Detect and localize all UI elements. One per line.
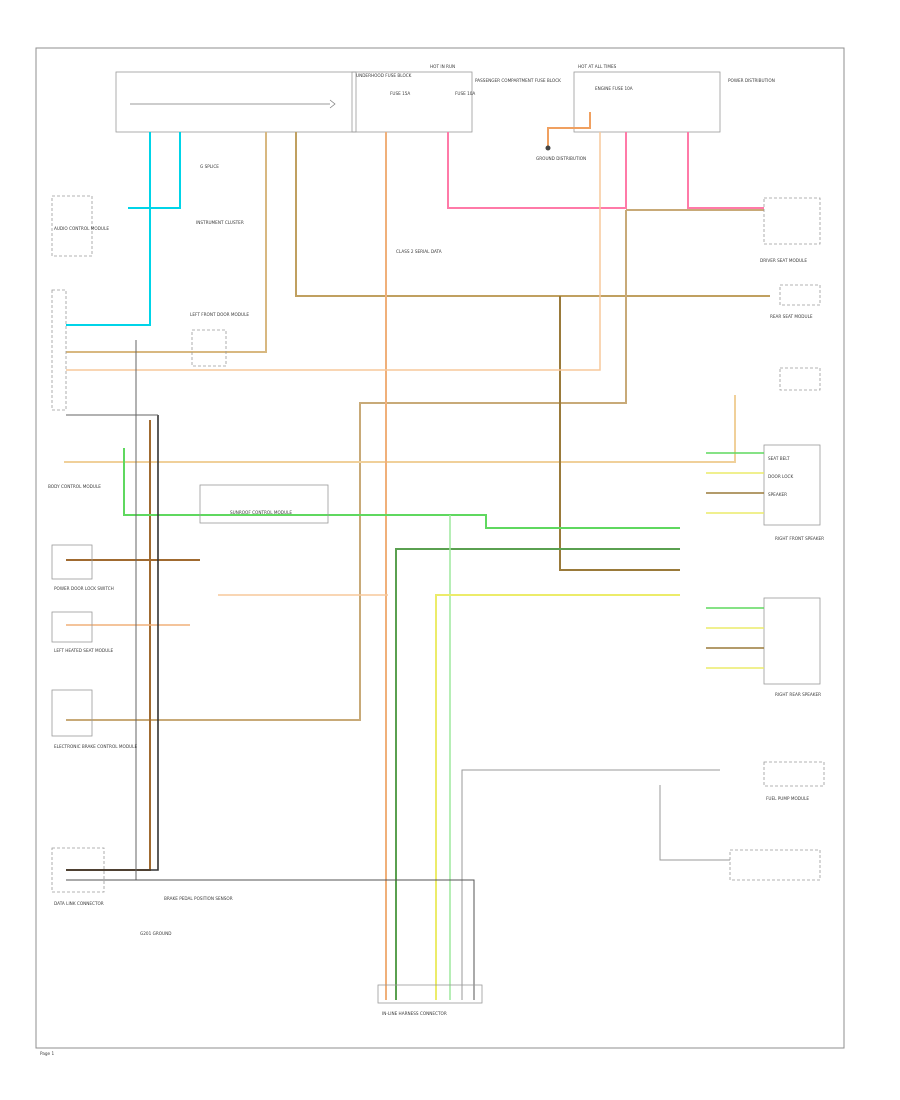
rf-speaker-label: RIGHT FRONT SPEAKER bbox=[775, 536, 824, 541]
right-modules: DRIVER SEAT MODULE REAR SEAT MODULE SEAT… bbox=[729, 197, 825, 881]
yellow-wire bbox=[435, 594, 680, 1000]
pink-wire-left bbox=[447, 132, 627, 209]
data-link-label: DATA LINK CONNECTOR bbox=[54, 901, 104, 906]
right-stubs bbox=[706, 452, 764, 669]
diagram-frame bbox=[35, 47, 845, 1049]
black-wire bbox=[66, 415, 159, 871]
speaker-label: SPEAKER bbox=[768, 492, 787, 497]
power-door-label: POWER DOOR LOCK SWITCH bbox=[54, 586, 114, 591]
body-control-label: BODY CONTROL MODULE bbox=[48, 484, 101, 489]
brake-switch-label: BRAKE PEDAL POSITION SENSOR bbox=[164, 896, 233, 901]
passenger-compartment-label: PASSENGER COMPARTMENT FUSE BLOCK bbox=[475, 78, 561, 83]
page-id: Page 1 bbox=[40, 1051, 54, 1056]
ground-dist-label: GROUND DISTRIBUTION bbox=[536, 156, 586, 161]
lh-module-label: LEFT HEATED SEAT MODULE bbox=[54, 648, 114, 653]
center-modules: INSTRUMENT CLUSTER G SPLICE LEFT FRONT D… bbox=[140, 164, 442, 936]
engine-fuse-label: ENGINE FUSE 10A bbox=[595, 86, 633, 91]
cyan-wire bbox=[66, 132, 181, 326]
tan-wire-mid bbox=[64, 395, 736, 463]
pink-wire-right bbox=[687, 132, 764, 209]
ground-point-label: G201 GROUND bbox=[140, 931, 171, 936]
tan-wire-left bbox=[66, 132, 267, 353]
gray-wire bbox=[461, 769, 730, 1000]
ground-distribution: GROUND DISTRIBUTION bbox=[536, 112, 591, 161]
class2-label: CLASS 2 SERIAL DATA bbox=[396, 249, 442, 254]
inline-connector-label: IN-LINE HARNESS CONNECTOR bbox=[382, 1011, 447, 1016]
fuse-right-label: FUSE 10A bbox=[455, 91, 475, 96]
ground-splice-label: G SPLICE bbox=[200, 164, 219, 169]
left-modules: AUDIO CONTROL MODULE BODY CONTROL MODULE… bbox=[48, 195, 137, 906]
darkgreen-wire bbox=[395, 548, 680, 1000]
brown-wire bbox=[559, 296, 680, 571]
hot-in-run-label: HOT IN RUN bbox=[430, 64, 455, 69]
green-wire bbox=[123, 448, 680, 529]
fuel-module-label: FUEL PUMP MODULE bbox=[766, 796, 809, 801]
orange-wire-left bbox=[66, 132, 601, 371]
black-wire-bottom bbox=[66, 879, 475, 1000]
lf-seat-label: LEFT FRONT DOOR MODULE bbox=[190, 312, 249, 317]
tan-wire-right bbox=[66, 209, 764, 721]
inline-connector: IN-LINE HARNESS CONNECTOR bbox=[377, 984, 483, 1016]
rear-module-label: REAR SEAT MODULE bbox=[770, 314, 813, 319]
sunroof-label: SUNROOF CONTROL MODULE bbox=[230, 510, 292, 515]
fuse-left-label: FUSE 15A bbox=[390, 91, 410, 96]
door-lock-label: DOOR LOCK bbox=[768, 474, 793, 479]
underhood-fuse-block: UNDERHOOD FUSE BLOCK HOT IN RUN HOT AT A… bbox=[115, 64, 775, 133]
hot-at-all-times-label: HOT AT ALL TIMES bbox=[578, 64, 617, 69]
top-fuse-block-label: UNDERHOOD FUSE BLOCK bbox=[356, 73, 412, 78]
top-right-power-label: POWER DISTRIBUTION bbox=[728, 78, 775, 83]
black-wire-2 bbox=[66, 340, 158, 880]
driver-module-label: DRIVER SEAT MODULE bbox=[760, 258, 807, 263]
rr-speaker-label: RIGHT REAR SPEAKER bbox=[775, 692, 821, 697]
audio-module-label: AUDIO CONTROL MODULE bbox=[54, 226, 109, 231]
instrument-cluster-label: INSTRUMENT CLUSTER bbox=[196, 220, 244, 225]
seatbelt-label: SEAT BELT bbox=[768, 456, 790, 461]
tan-wire-top bbox=[295, 132, 770, 297]
electronic-module-label: ELECTRONIC BRAKE CONTROL MODULE bbox=[54, 744, 137, 749]
